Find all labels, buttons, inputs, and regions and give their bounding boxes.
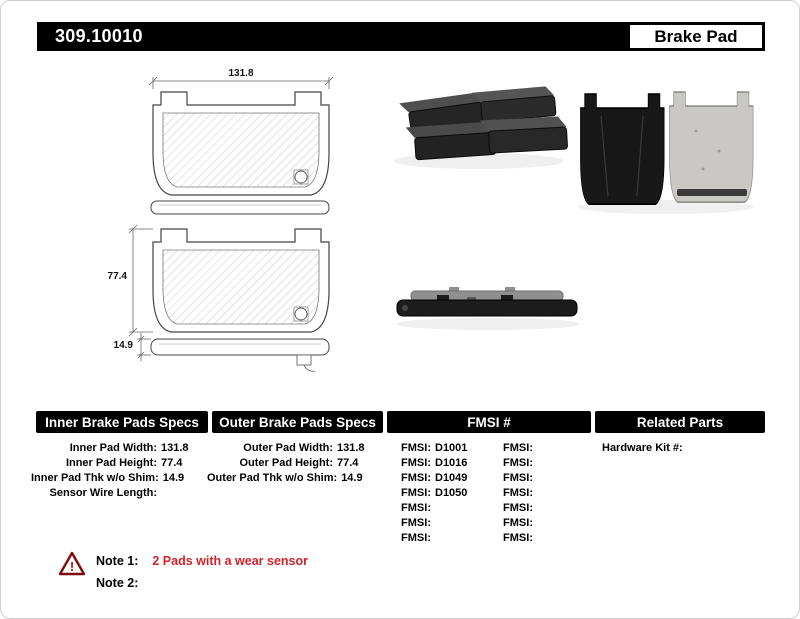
spec-value: 14.9 [341,471,363,484]
brake-pad-top-drawing [152,91,330,196]
note-1-text: 2 Pads with a wear sensor [152,554,308,568]
note-1: Note 1: 2 Pads with a wear sensor [96,554,308,568]
warning-exclamation: ! [70,559,74,574]
spec-row: Sensor Wire Length: [31,485,199,500]
fmsi-label: FMSI: [503,501,533,514]
fmsi-header: FMSI # [387,411,591,433]
spec-row: Inner Pad Width: 131.8 [31,440,199,455]
fmsi-row: FMSI: D1001 [387,440,489,455]
fmsi-value: D1049 [435,471,468,484]
spec-label: Outer Pad Height: [239,456,333,469]
inner-specs-header: Inner Brake Pads Specs [36,411,208,433]
spec-value: 14.9 [162,471,185,484]
spec-label: Inner Pad Thk w/o Shim: [31,471,159,484]
fmsi-label: FMSI: [503,441,533,454]
fmsi-row: FMSI: D1049 [387,470,489,485]
fmsi-label: FMSI: [503,516,533,529]
spec-label: Sensor Wire Length: [49,486,157,499]
fmsi-row: FMSI: [489,485,591,500]
note-1-label: Note 1: [96,554,139,568]
fmsi-label: FMSI: [401,441,431,454]
note-2: Note 2: [96,576,152,590]
fmsi-label: FMSI: [503,456,533,469]
warning-triangle-icon: ! [58,551,86,576]
spec-row: Inner Pad Thk w/o Shim: 14.9 [31,470,199,485]
fmsi-row: FMSI: [489,470,591,485]
outer-specs-header: Outer Brake Pads Specs [212,411,383,433]
fmsi-row: FMSI: [489,530,591,545]
dimension-height: 77.4 [108,224,153,337]
technical-drawing-area: 131.8 77.4 [108,68,754,372]
fmsi-row: FMSI: D1016 [387,455,489,470]
fmsi-row: FMSI: [489,515,591,530]
dimension-thickness-label: 14.9 [114,340,134,351]
fmsi-list: FMSI: D1001 FMSI: D1016 FMSI: D1049 FMSI… [387,440,591,545]
outer-specs-list: Outer Pad Width: 131.8 Outer Pad Height:… [207,440,375,485]
fmsi-label: FMSI: [503,471,533,484]
spec-label: Outer Pad Width: [243,441,333,454]
fmsi-label: FMSI: [401,501,431,514]
fmsi-label: FMSI: [401,471,431,484]
spec-row: Outer Pad Height: 77.4 [207,455,375,470]
pad-side-strip-drawing-1 [150,200,330,215]
fmsi-row: FMSI: D1050 [387,485,489,500]
spec-row: Outer Pad Thk w/o Shim: 14.9 [207,470,375,485]
dimension-width: 131.8 [148,68,334,89]
fmsi-value: D1001 [435,441,468,454]
fmsi-label: FMSI: [401,456,431,469]
spec-label: Inner Pad Height: [65,456,157,469]
spec-value: 77.4 [161,456,183,469]
pad-side-strip-drawing-2 [150,338,330,372]
spec-label: Inner Pad Width: [69,441,157,454]
fmsi-label: FMSI: [503,531,533,544]
dimension-height-label: 77.4 [108,271,128,282]
header-bar: 309.10010 Brake Pad [37,22,765,51]
spec-row: Outer Pad Width: 131.8 [207,440,375,455]
spec-value: 131.8 [161,441,189,454]
related-row: Hardware Kit #: [602,440,762,455]
fmsi-row: FMSI: [387,530,489,545]
fmsi-row: FMSI: [489,440,591,455]
fmsi-value: D1016 [435,456,468,469]
fmsi-value: D1050 [435,486,468,499]
spec-label: Outer Pad Thk w/o Shim: [207,471,338,484]
product-type-badge: Brake Pad [627,22,765,51]
part-number: 309.10010 [55,26,143,46]
fmsi-left-column: FMSI: D1001 FMSI: D1016 FMSI: D1049 FMSI… [387,440,489,545]
photo-pad-profile [396,287,580,330]
fmsi-row: FMSI: [489,455,591,470]
spec-value: 77.4 [337,456,359,469]
fmsi-label: FMSI: [401,516,431,529]
related-label: Hardware Kit #: [602,441,683,454]
spec-row: Inner Pad Height: 77.4 [31,455,199,470]
fmsi-label: FMSI: [401,531,431,544]
fmsi-right-column: FMSI: FMSI: FMSI: FMSI: FMSI: FMSI: [489,440,591,545]
related-parts-header: Related Parts [595,411,765,433]
photo-pad-faces [578,91,754,214]
related-parts-list: Hardware Kit #: [602,440,762,455]
photo-pad-set [394,86,568,169]
dimension-width-label: 131.8 [228,68,253,79]
spec-value: 131.8 [337,441,365,454]
fmsi-row: FMSI: [489,500,591,515]
note-2-label: Note 2: [96,576,139,590]
fmsi-label: FMSI: [503,486,533,499]
fmsi-label: FMSI: [401,486,431,499]
dimension-thickness: 14.9 [114,333,151,361]
inner-specs-list: Inner Pad Width: 131.8 Inner Pad Height:… [31,440,199,500]
fmsi-row: FMSI: [387,515,489,530]
fmsi-row: FMSI: [387,500,489,515]
